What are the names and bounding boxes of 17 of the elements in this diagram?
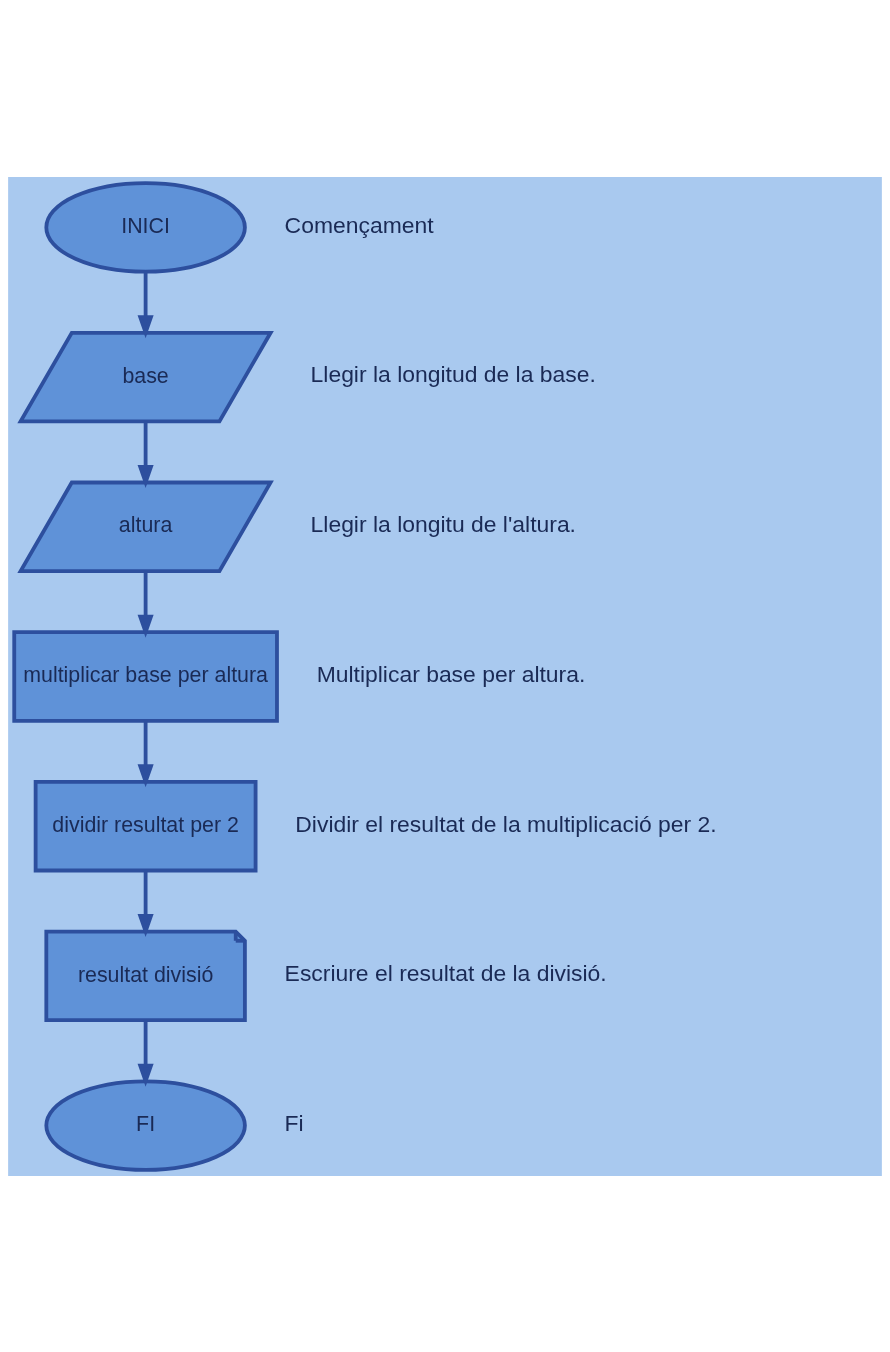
node-box: multiplicar base per altura [12, 629, 279, 723]
node-label: Començament [284, 211, 434, 238]
node-label: Fi [284, 1109, 304, 1136]
node-ellipse: FI [44, 1078, 247, 1172]
node-label: Escriure el resultat de la divisió. [284, 959, 607, 986]
node-ellipse: INICI [44, 180, 247, 274]
node-label: Dividir el resultat de la multiplicació per 2. [295, 810, 717, 837]
node-label: Llegir la longitud de la base. [310, 360, 596, 387]
arrow [137, 570, 154, 638]
arrow [137, 720, 154, 787]
node-label: Multiplicar base per altura. [316, 660, 586, 687]
arrow [137, 420, 154, 488]
arrow [137, 1019, 154, 1087]
node-box: dividir resultat per 2 [33, 779, 258, 872]
arrow [137, 870, 154, 937]
node-label: Llegir la longitu de l'altura. [310, 510, 576, 537]
arrow [137, 271, 154, 338]
